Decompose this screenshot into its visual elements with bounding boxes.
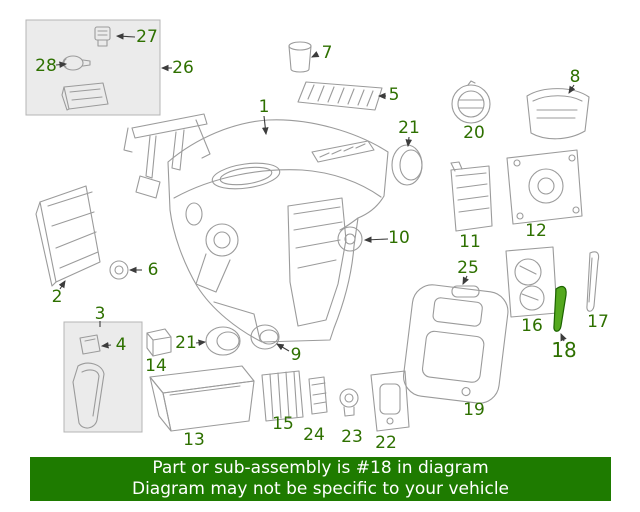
part-3-art bbox=[72, 362, 105, 429]
part-10-art bbox=[337, 226, 363, 252]
leader-9 bbox=[276, 343, 290, 352]
part-22-art bbox=[370, 370, 410, 432]
callout-4: 4 bbox=[115, 335, 127, 355]
part-26-art bbox=[61, 82, 109, 111]
callout-3: 3 bbox=[94, 304, 106, 324]
part-20-art bbox=[451, 80, 491, 124]
part-18-highlighted-art bbox=[553, 285, 567, 332]
part-1-dashboard-art bbox=[167, 119, 389, 343]
part-27-art bbox=[94, 26, 111, 47]
inset-box-trim-assembly bbox=[63, 321, 143, 433]
part-9-art bbox=[250, 324, 280, 350]
leader-10 bbox=[363, 236, 389, 244]
banner-line-1: Part or sub-assembly is #18 in diagram bbox=[152, 458, 489, 478]
callout-13: 13 bbox=[183, 430, 205, 450]
part-13-art bbox=[149, 365, 255, 432]
leader-27 bbox=[115, 33, 136, 40]
part-25-art bbox=[451, 285, 480, 298]
callout-11: 11 bbox=[459, 232, 481, 252]
inset-box-bulb-assembly bbox=[25, 19, 161, 116]
callout-25: 25 bbox=[457, 258, 479, 278]
banner-line-2: Diagram may not be specific to your vehi… bbox=[131, 479, 509, 499]
leader-21-upper bbox=[405, 136, 413, 148]
leader-8 bbox=[568, 84, 576, 94]
part-6-art bbox=[109, 260, 129, 280]
callout-21-upper: 21 bbox=[398, 118, 420, 138]
callout-15: 15 bbox=[272, 414, 294, 434]
callout-12: 12 bbox=[525, 221, 547, 241]
callout-22: 22 bbox=[375, 433, 397, 453]
part-8-art bbox=[526, 88, 590, 140]
leader-lines bbox=[55, 33, 576, 352]
callout-20: 20 bbox=[463, 123, 485, 143]
callout-6: 6 bbox=[147, 260, 159, 280]
callout-17: 17 bbox=[587, 312, 609, 332]
part-23-art bbox=[339, 388, 359, 417]
part-24-art bbox=[308, 376, 328, 415]
part-2-art bbox=[35, 185, 101, 287]
part-15-art bbox=[261, 370, 304, 422]
part-11-art bbox=[450, 161, 493, 232]
callout-7: 7 bbox=[321, 43, 333, 63]
crossbeam-art bbox=[123, 113, 211, 199]
leader-21-left bbox=[195, 339, 207, 347]
part-16-art bbox=[505, 246, 558, 318]
callout-23: 23 bbox=[341, 427, 363, 447]
part-17-art bbox=[586, 251, 600, 312]
leader-2 bbox=[58, 280, 66, 290]
highlight-note-banner: Part or sub-assembly is #18 in diagram D… bbox=[30, 457, 611, 501]
callout-28: 28 bbox=[35, 56, 57, 76]
leader-7 bbox=[311, 51, 320, 58]
part-14-art bbox=[146, 328, 172, 357]
callout-10: 10 bbox=[388, 228, 410, 248]
leader-18 bbox=[560, 332, 567, 342]
callout-1: 1 bbox=[258, 97, 270, 117]
callout-19: 19 bbox=[463, 400, 485, 420]
part-4-art bbox=[79, 334, 101, 355]
callout-2: 2 bbox=[51, 287, 63, 307]
part-5-art bbox=[297, 81, 383, 111]
callout-18-highlighted: 18 bbox=[551, 338, 577, 362]
leader-4 bbox=[100, 341, 112, 349]
callout-14: 14 bbox=[145, 356, 167, 376]
callout-5: 5 bbox=[388, 85, 400, 105]
callout-26: 26 bbox=[172, 58, 194, 78]
callout-9: 9 bbox=[290, 345, 302, 365]
callout-8: 8 bbox=[569, 67, 581, 87]
part-21-left-art bbox=[205, 326, 241, 356]
part-7-art bbox=[288, 41, 312, 73]
callout-16: 16 bbox=[521, 316, 543, 336]
callout-27: 27 bbox=[136, 27, 158, 47]
leader-28 bbox=[55, 61, 68, 68]
leader-1 bbox=[261, 115, 269, 136]
part-19-art bbox=[403, 284, 509, 404]
leader-25 bbox=[462, 275, 469, 285]
part-12-art bbox=[506, 149, 583, 225]
callout-21-left: 21 bbox=[175, 333, 197, 353]
callout-24: 24 bbox=[303, 425, 325, 445]
part-21-upper-art bbox=[391, 144, 423, 186]
